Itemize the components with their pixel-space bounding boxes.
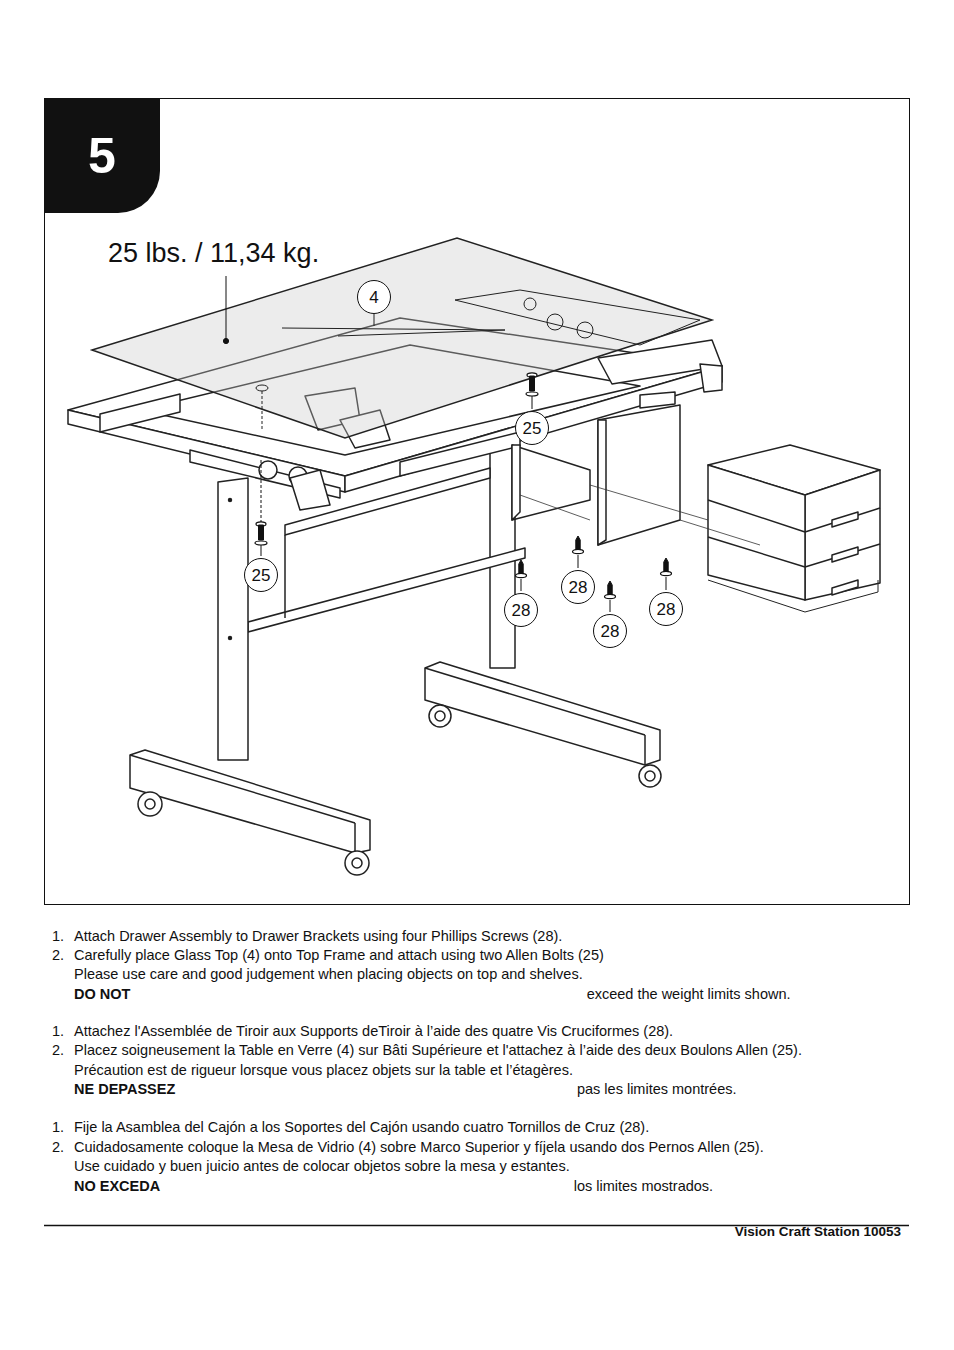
callout-circle: 28 — [593, 614, 627, 648]
step-number: 5 — [88, 127, 116, 185]
step-index: 2. — [52, 947, 64, 964]
instruction-text: Use cuidado y buen juicio antes de coloc… — [74, 1158, 570, 1175]
callout-circle: 28 — [504, 593, 538, 627]
instruction-text: los limites mostrados. — [574, 1178, 713, 1195]
step-index: 2. — [52, 1139, 64, 1156]
callout-number: 28 — [569, 579, 588, 596]
warning-text: NO EXCEDA — [74, 1178, 160, 1195]
callout-number: 28 — [512, 602, 531, 619]
step-index: 1. — [52, 928, 64, 945]
instruction-text: Précaution est de rigueur lorsque vous p… — [74, 1062, 573, 1079]
instruction-text: Carefully place Glass Top (4) onto Top F… — [74, 947, 604, 964]
weight-limit: 25 lbs. / 11,34 kg. — [108, 237, 319, 269]
instruction-text: Attachez l'Assemblée de Tiroir aux Suppo… — [74, 1023, 673, 1040]
alignment-lines — [520, 485, 760, 545]
instruction-text: Placez soigneusement la Table en Verre (… — [74, 1042, 802, 1059]
warning-text: DO NOT — [74, 986, 130, 1003]
glass-detail — [256, 290, 700, 430]
product-name: Vision Craft Station 10053 — [735, 1224, 901, 1240]
instruction-text: Please use care and good judgement when … — [74, 966, 583, 983]
warning-text: NE DEPASSEZ — [74, 1081, 175, 1098]
step-index: 2. — [52, 1042, 64, 1059]
callout-number: 28 — [657, 601, 676, 618]
step-number-box: 5 — [44, 98, 160, 213]
callout-number: 25 — [252, 567, 271, 584]
instruction-text: Attach Drawer Assembly to Drawer Bracket… — [74, 928, 562, 945]
step-index: 1. — [52, 1023, 64, 1040]
callout-circle: 4 — [357, 280, 391, 314]
callout-circle: 28 — [649, 592, 683, 626]
instruction-text: Cuidadosamente coloque la Mesa de Vidrio… — [74, 1139, 764, 1156]
callout-circle: 25 — [244, 558, 278, 592]
callout-number: 4 — [369, 289, 378, 306]
callout-number: 28 — [601, 623, 620, 640]
callout-number: 25 — [523, 420, 542, 437]
callout-circle: 28 — [561, 570, 595, 604]
page-frame — [44, 99, 910, 1226]
instruction-text: Fije la Asamblea del Cajón a los Soporte… — [74, 1119, 649, 1136]
callout-circle: 25 — [515, 411, 549, 445]
fasteners — [223, 276, 671, 612]
instruction-text: exceed the weight limits shown. — [587, 986, 791, 1003]
step-index: 1. — [52, 1119, 64, 1136]
drawer-unit — [708, 445, 880, 612]
glass-top — [92, 238, 712, 438]
instruction-text: pas les limites montrées. — [577, 1081, 737, 1098]
